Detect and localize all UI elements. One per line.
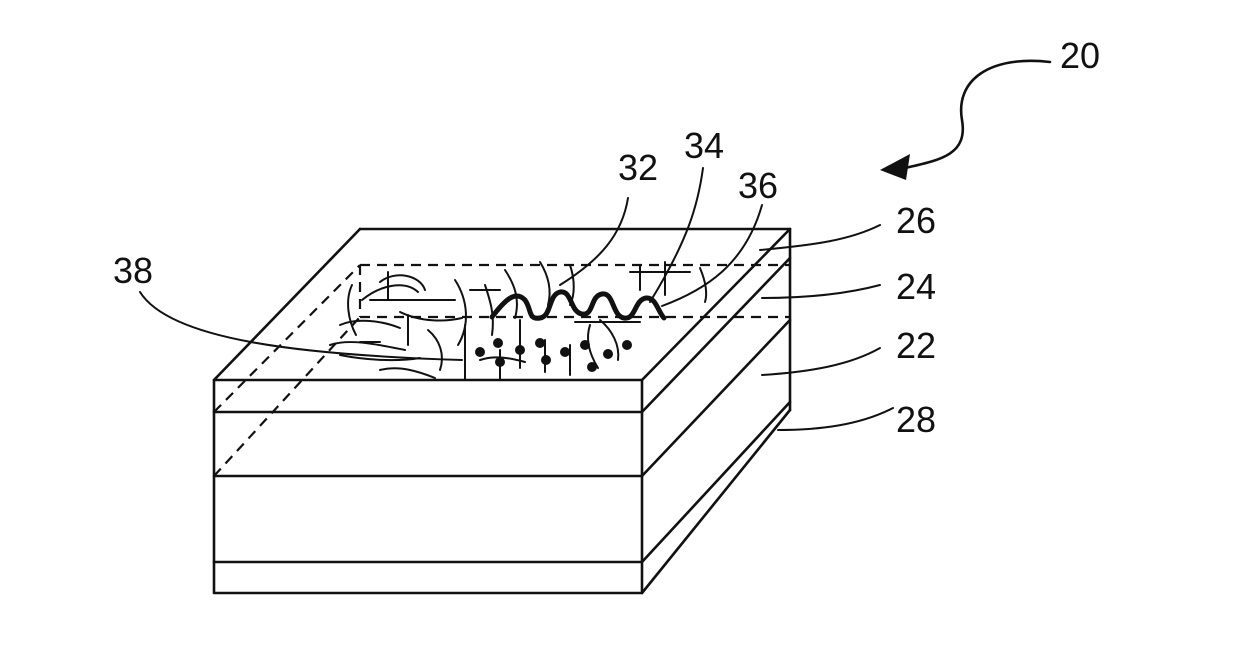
label-22: 22: [896, 325, 936, 366]
front-face: [214, 380, 642, 593]
leader-38: [140, 292, 462, 360]
bottom-right-edge: [642, 410, 790, 593]
dashed-layer-region: [214, 265, 790, 476]
top-left-edge: [214, 229, 360, 380]
label-20: 20: [1060, 35, 1100, 76]
leader-28: [778, 408, 893, 430]
label-38: 38: [113, 250, 153, 291]
arrowhead-20: [880, 154, 910, 180]
leader-20: [905, 61, 1050, 168]
label-34: 34: [684, 125, 724, 166]
label-24: 24: [896, 266, 936, 307]
side-layer-line-3: [642, 402, 790, 562]
leader-22: [762, 348, 880, 375]
fiber-network: [330, 262, 706, 380]
label-32: 32: [618, 147, 658, 188]
leader-36: [662, 205, 762, 306]
label-26: 26: [896, 200, 936, 241]
label-28: 28: [896, 399, 936, 440]
leader-24: [762, 285, 880, 298]
side-layer-line-2: [642, 320, 790, 476]
particle-dots: [475, 338, 632, 372]
leader-34: [650, 168, 703, 302]
leader-32: [560, 198, 628, 285]
label-36: 36: [738, 165, 778, 206]
leader-lines: [140, 61, 1050, 430]
